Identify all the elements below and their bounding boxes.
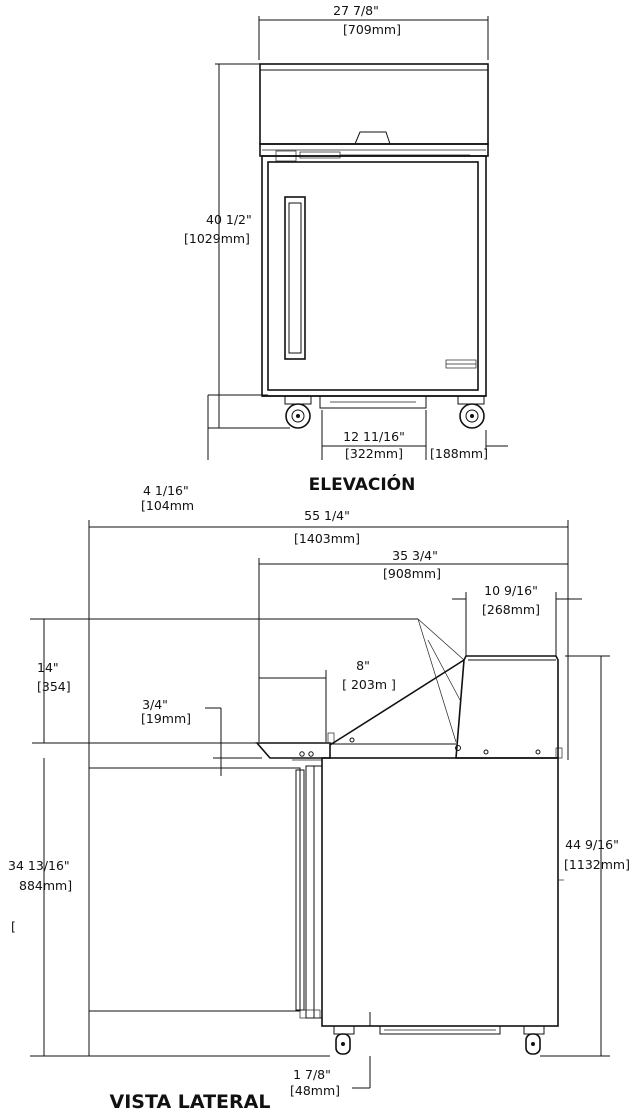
board-depth-in: 8" [356,658,370,673]
right-caster-icon [457,395,485,429]
elevation-width-in: 27 7/8" [333,3,379,18]
total-height-in: 44 9/16" [565,837,619,852]
overall-length-mm: [1403mm] [294,531,360,546]
drawer-width-in: 12 11/16" [343,429,405,444]
elevation-title: ELEVACIÓN [309,473,416,495]
work-height-mm: 884mm] [19,878,72,893]
board-depth-mm: [ 203m ] [342,677,396,692]
rail-depth-in: 10 9/16" [484,583,538,598]
work-height-in: 34 13/16" [8,858,70,873]
top-length-in: 35 3/4" [392,548,438,563]
overhang-in: 4 1/16" [143,483,189,498]
side-view-title: VISTA LATERAL [110,1091,271,1113]
caster-offset-mm: [188mm] [430,446,488,461]
floor-clearance-mm: [48mm] [290,1083,340,1098]
left-caster-icon [284,395,312,429]
lid-height-in: 14" [37,660,59,675]
top-length-mm: [908mm] [383,566,441,581]
elevation-height-mm: [1029mm] [184,231,250,246]
overhang-mm: [104mm [141,498,194,513]
drawer-width-mm: [322mm] [345,446,403,461]
side-view: 4 1/16" [104mm 55 1/4" [1403mm] 35 3/4" … [8,483,630,1113]
rail-depth-mm: [268mm] [482,602,540,617]
elevation-view: 27 7/8" [709mm] 40 1/2" [1029mm] [184,3,508,495]
total-height-mm: [1132mm] [564,857,630,872]
side-caster-left-icon [333,1025,355,1055]
overall-length-in: 55 1/4" [304,508,350,523]
work-height-bracket: [ [11,919,16,934]
board-thickness-mm: [19mm] [141,711,191,726]
floor-clearance-in: 1 7/8" [293,1067,331,1082]
elevation-width-mm: [709mm] [343,22,401,37]
lid-height-mm: [354] [37,679,71,694]
board-thickness-in: 3/4" [142,697,168,712]
elevation-height-in: 40 1/2" [206,212,252,227]
side-caster-right-icon [523,1025,545,1055]
